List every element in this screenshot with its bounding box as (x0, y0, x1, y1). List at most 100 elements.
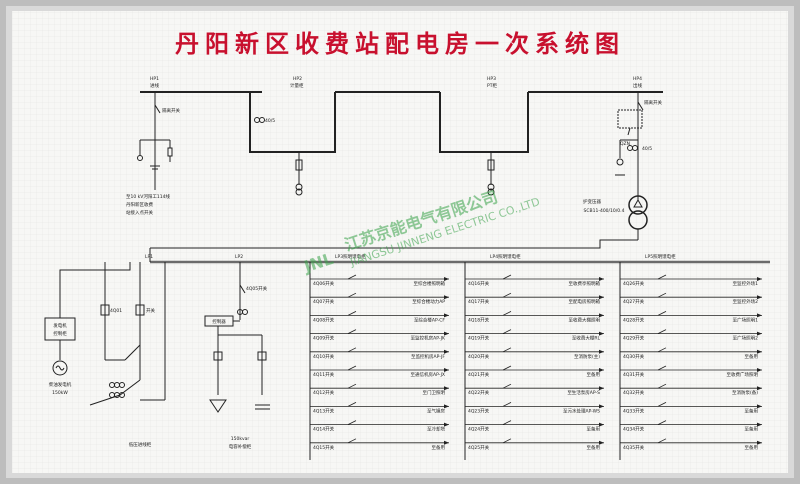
feeder-arrow-icon (757, 277, 762, 281)
lp4-feeder-row: 4Q18开关至收费大棚照明 (465, 311, 604, 323)
feeder-id: 4Q11开关 (313, 371, 335, 378)
lp3-feeder-row: 4Q06开关至综合楼照明箱 (310, 274, 449, 287)
lp2-switch: 4Q05开关 (246, 285, 268, 292)
hp2-ct: 40/5 (265, 118, 275, 124)
feeder-id: 4Q16开关 (468, 280, 490, 287)
feeder-destination: 至备用 (745, 426, 759, 433)
feeder-arrow-icon (599, 440, 604, 445)
controller-label: 控制器 (212, 318, 226, 325)
lv-labels: LP1 LP2 4Q05开关 4Q01 开关 发电机 控制柜 柴油发电机 150… (49, 254, 268, 450)
breaker-symbol (347, 420, 357, 425)
capacitor-label-2: 电容补偿柜 (229, 443, 252, 450)
breaker-symbol (347, 292, 357, 298)
breaker-symbol (502, 347, 512, 353)
lp3-feeder-row: 4Q13开关至气锤房 (310, 402, 449, 414)
lp3-feeder-row: 4Q14开关至冷却塔 (310, 420, 449, 433)
feeder-arrow-icon (444, 440, 449, 445)
feeder-id: 4Q10开关 (313, 353, 335, 360)
feeder-arrow-icon (757, 331, 762, 336)
breaker-symbol (347, 311, 357, 316)
feeder-id: 4Q09开关 (313, 335, 335, 342)
lp4-feeder-row: 4Q16开关 至收费亭照明箱 (465, 274, 604, 287)
lp4-feeder-row: 4Q19开关至收费大棚RL (465, 329, 604, 342)
feeder-id: 4Q28开关 (623, 316, 645, 323)
breaker-symbol (657, 438, 667, 444)
lp1-caption: 低压进线柜 (129, 441, 152, 448)
generator-label-2: 150kW (52, 390, 68, 396)
high-voltage-section (137, 91, 663, 249)
feeder-arrow-icon (599, 277, 604, 281)
feeder-destination: 至冷却塔 (427, 426, 445, 433)
feeder-destination: 至生活泵房AP-S (567, 389, 600, 396)
lp5-feeder-row: 4Q26开关至监控外场1 (620, 274, 762, 287)
feeder-id: 4Q24开关 (468, 426, 490, 433)
low-voltage-section (44, 248, 770, 460)
feeder-id: 4Q21开关 (468, 371, 490, 378)
lp5-panel: LP5照明馈电柜 4Q26开关至监控外场14Q27开关至监控外场24Q28开关至… (620, 253, 762, 451)
feeder-id: 4Q27开关 (623, 298, 645, 305)
lp4-panel: LP4照明馈电柜 4Q16开关至收费亭照明箱4Q17开关至配电房照明箱4Q18开… (465, 253, 604, 451)
feeder-destination: 至监控机房AP-JF (411, 353, 445, 360)
feeder-arrow-icon (599, 422, 604, 427)
feeder-destination: 至消防泵(主) (574, 353, 600, 360)
feeder-destination: 至消防泵(备) (732, 389, 758, 396)
feeder-arrow-icon (757, 295, 762, 300)
breaker-symbol (657, 402, 667, 407)
feeder-destination: 至备用 (745, 444, 759, 451)
feeder-id: 4Q18开关 (468, 316, 490, 323)
lp3-feeder-row: 4Q11开关 至通信机房AP-JX (310, 365, 449, 378)
breaker-symbol (502, 438, 512, 444)
feeder-destination: 至配电房照明箱 (569, 298, 601, 305)
hp3-link (439, 92, 529, 153)
lp4-feeder-row: 4Q20开关至消防泵(主) (465, 347, 604, 360)
hp2-link (249, 92, 336, 153)
feeder-id: 4Q19开关 (468, 335, 490, 342)
lp5-feeder-row: 4Q33开关至备用 (620, 402, 762, 414)
feeder-id: 4Q12开关 (313, 389, 335, 396)
feeder-destination: 至备用 (432, 444, 446, 451)
feeder-arrow-icon (757, 440, 762, 445)
feeder-arrow-icon (599, 404, 604, 409)
breaker-symbol (657, 311, 667, 316)
feeder-id: 4Q17开关 (468, 298, 490, 305)
lp3-feeder-row: 4Q09开关至监控机房AP-JK (310, 329, 449, 342)
lp4-feeder-row: 4Q21开关至备用 (465, 365, 604, 378)
feeder-arrow-icon (444, 368, 449, 372)
feeder-id: 4Q07开关 (313, 298, 335, 305)
breaker-symbol (657, 365, 667, 371)
lp5-feeder-row: 4Q30开关至备用 (620, 347, 762, 360)
feeder-destination: 至通信机房AP-JX (411, 371, 445, 378)
feeder-destination: 至综合楼照明箱 (414, 280, 446, 287)
feeder-arrow-icon (444, 349, 449, 354)
feeder-id: 4Q33开关 (623, 407, 645, 414)
feeder-id: 4Q35开关 (623, 444, 645, 451)
lp4-feeder-row: 4Q22开关至生活泵房AP-S (465, 383, 604, 396)
breaker-symbol (347, 383, 357, 389)
hp2-id: HP2 (293, 76, 302, 82)
breaker-symbol (347, 402, 357, 407)
breaker-symbol (347, 347, 357, 353)
feeder-arrow-icon (599, 331, 604, 336)
feeder-destination: 至门卫照明 (423, 389, 446, 396)
generator-label-1: 柴油发电机 (49, 381, 72, 388)
lp5-feeder-row: 4Q32开关至消防泵(备) (620, 383, 762, 396)
hp4-breaker: QZN (620, 141, 630, 147)
feeder-destination: 至监控外场2 (733, 298, 758, 305)
feeder-id: 4Q31开关 (623, 371, 645, 378)
transformer-hv-winding (628, 195, 648, 215)
transformer-label-2: SCB11-400/10/0.4 (584, 208, 625, 214)
feeder-destination: 至广场照明1 (733, 316, 758, 323)
transformer-label-1: 护变压器 (583, 198, 601, 205)
feeder-id: 4Q15开关 (313, 444, 335, 451)
lp1-breaker: 4Q01 (110, 308, 122, 314)
breaker-symbol (502, 311, 512, 316)
lp2-label: LP2 (235, 254, 243, 260)
feeder-destination: 至收费亭照明箱 (569, 280, 601, 287)
incoming-note-1: 至10 kV河阳工114线 (126, 193, 170, 200)
hp4-name: 出线 (633, 82, 642, 89)
lp1-label: LP1 (145, 254, 153, 260)
breaker-symbol (502, 292, 512, 298)
breaker-symbol (657, 274, 667, 280)
feeder-destination: 至监控外场1 (733, 280, 758, 287)
feeder-arrow-icon (444, 331, 449, 336)
